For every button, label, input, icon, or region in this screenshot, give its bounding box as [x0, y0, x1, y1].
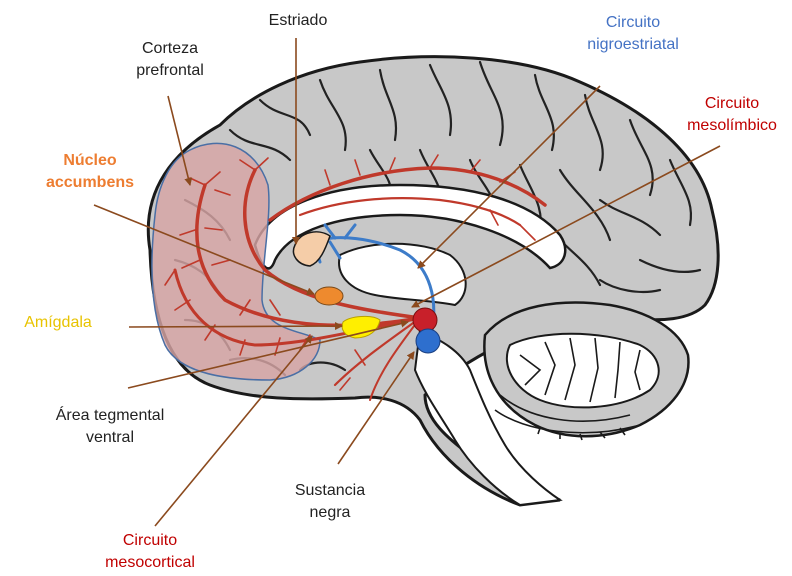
label-sustancia-line2: negra	[280, 502, 380, 524]
nucleus-accumbens-shape	[315, 287, 343, 305]
label-mesolimbico-line2: mesolímbico	[682, 115, 782, 137]
substantia-nigra-shape	[416, 329, 440, 353]
label-area-tegmental-ventral: Área tegmental ventral	[40, 405, 180, 449]
label-circuito-nigroestriatal: Circuito nigroestriatal	[568, 12, 698, 56]
cerebellum	[484, 303, 688, 440]
label-corteza-line2: prefrontal	[115, 60, 225, 82]
label-corteza-line1: Corteza	[115, 38, 225, 60]
label-accumbens-line2: accumbens	[40, 172, 140, 194]
label-mesolimbico-line1: Circuito	[682, 93, 782, 115]
label-amigdala: Amígdala	[8, 312, 108, 334]
label-nucleo-accumbens: Núcleo accumbens	[40, 150, 140, 194]
arrow-amigdala	[129, 326, 342, 327]
label-area-line1: Área tegmental	[40, 405, 180, 427]
label-amigdala-text: Amígdala	[8, 312, 108, 334]
label-corteza-prefrontal: Corteza prefrontal	[115, 38, 225, 82]
label-sustancia-negra: Sustancia negra	[280, 480, 380, 524]
label-estriado-text: Estriado	[258, 10, 338, 32]
label-nigro-line2: nigroestriatal	[568, 34, 698, 56]
label-mesocortical-line1: Circuito	[95, 530, 205, 552]
label-mesocortical-line2: mesocortical	[95, 552, 205, 574]
label-nigro-line1: Circuito	[568, 12, 698, 34]
label-area-line2: ventral	[40, 427, 180, 449]
label-estriado: Estriado	[258, 10, 338, 32]
label-circuito-mesolimbico: Circuito mesolímbico	[682, 93, 782, 137]
label-accumbens-line1: Núcleo	[40, 150, 140, 172]
vta-shape	[413, 308, 437, 332]
label-sustancia-line1: Sustancia	[280, 480, 380, 502]
label-circuito-mesocortical: Circuito mesocortical	[95, 530, 205, 574]
